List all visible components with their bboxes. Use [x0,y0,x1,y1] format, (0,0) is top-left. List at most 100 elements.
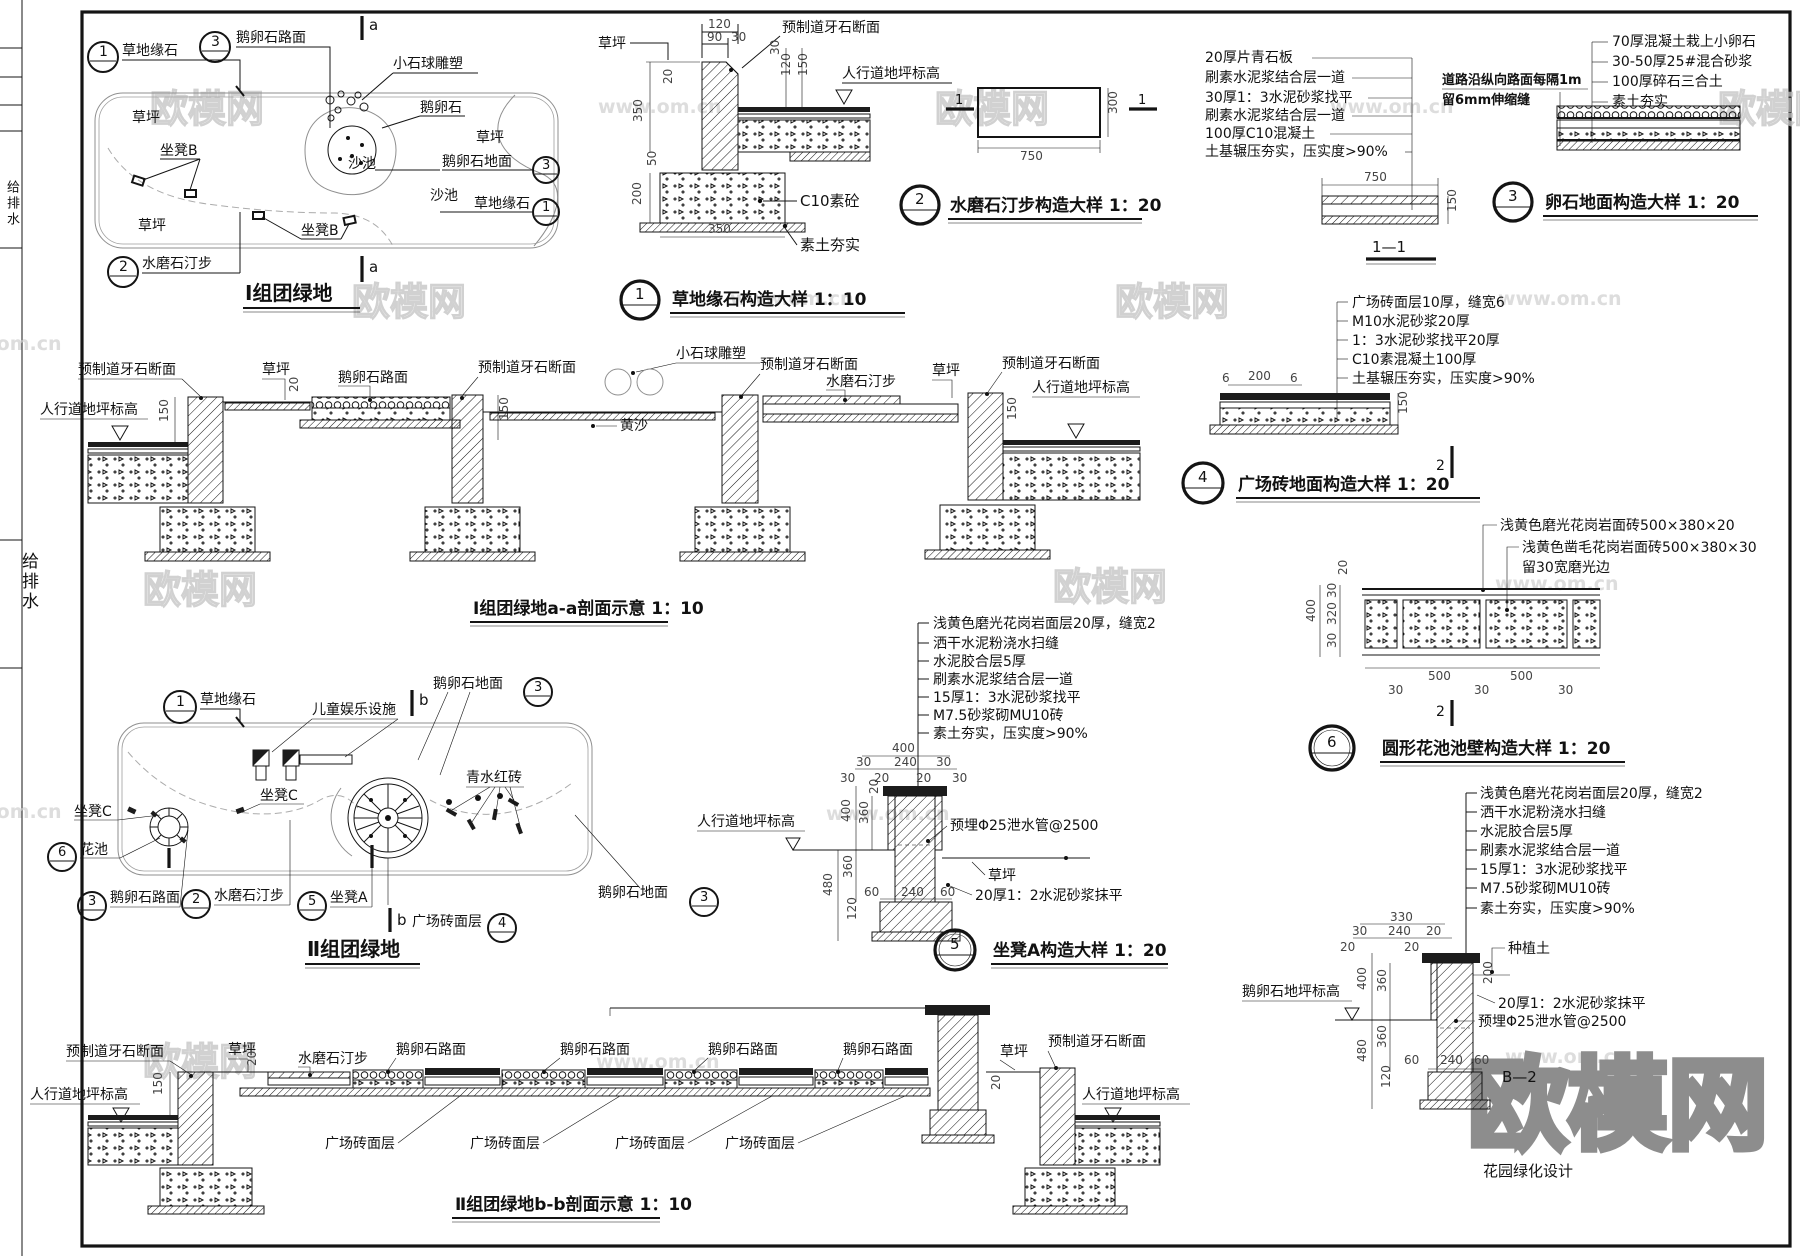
polished-edge-note: 留30宽磨光边 [1522,559,1610,576]
section-mark-1-right: 1 [1129,93,1157,111]
balloon-number: 3 [88,894,96,909]
label-sidewalk-level: 人行道地坪标高 [1032,379,1130,396]
dim: 200 [630,182,644,205]
balloon-5: 5 [297,891,327,921]
label-drain-pipe: 预埋Φ25泄水管@2500 [1478,1014,1626,1030]
balloon-number: 6 [1327,733,1337,751]
spec-line: 70厚混凝土栽上小卵石 [1612,34,1756,50]
label-flower-pool: 花池 [80,842,108,858]
section-b-b: 预制道牙石断面 人行道地坪标高 草坪 水磨石汀步 鹅卵石路面 鹅卵石路面 鹅卵石… [30,1005,1190,1223]
balloon-1: 1 [87,41,119,73]
section-1-1: 750 150 1—1 [1321,170,1459,265]
balloon-4: 4 [1181,461,1225,505]
spec-line: 洒干水泥粉浇水扫缝 [1480,805,1606,821]
label-drain-pipe: 预埋Φ25泄水管@2500 [950,818,1098,834]
balloon-number: 1 [635,285,645,303]
dim: 200 [1248,369,1271,383]
label-plaza-brick: 广场砖面层 [325,1136,395,1152]
label-plaza-brick: 广场砖面层 [615,1136,685,1152]
label-precast-curb-section: 预制道牙石断面 [1048,1034,1146,1050]
dim: 30 [856,755,871,769]
detail-6-planter-wall: 2 浅黄色磨光花岗岩面砖500×380×20 浅黄色凿毛花岗岩面砖500×380… [1304,446,1757,772]
expansion-joint-note-2: 留6mm伸缩缝 [1442,92,1530,108]
section-mark-b-top: b [410,690,429,716]
section-b-b-title: Ⅱ组团绿地b-b剖面示意 1：10 [455,1194,692,1215]
label-grass: 草坪 [132,110,160,126]
balloon-number: 3 [542,158,550,173]
section-letter: b [419,691,429,709]
detail-1-title: 草地缘石构造大样 1：10 [672,289,867,310]
label-cobble-ground: 鹅卵石地面 [598,884,668,901]
watermark-brand: 欧模网 [143,1040,257,1084]
balloon-1: 1 [532,198,560,226]
spec-line: 刷素水泥浆结合层一道 [1480,843,1620,859]
spec-line: 20厚片青石板 [1205,50,1293,66]
plan-1-title: Ⅰ组团绿地 [245,281,332,305]
spec-line: M7.5砂浆砌MU10砖 [933,708,1063,724]
label-precast-curb-section: 预制道牙石断面 [66,1044,164,1060]
section-a-a-title: Ⅰ组团绿地a-a剖面示意 1：10 [473,598,704,619]
label-mortar-leveling: 20厚1：2水泥砂浆抹平 [975,888,1123,904]
dim: 240 [901,885,924,899]
granite-face-note: 浅黄色磨光花岗岩面砖500×380×20 [1500,517,1735,534]
dim: 360 [1375,969,1389,992]
label-grass: 草坪 [138,218,166,234]
label-cobble: 鹅卵石 [420,99,462,116]
watermark-url: www.om.cn [730,288,854,310]
section-1-1-label: 1—1 [1372,238,1406,256]
label-bench-a: 坐凳A [330,890,368,906]
label-bluewater-red-brick: 青水红砖 [466,770,522,786]
watermark-url: www.om.cn [0,801,62,823]
dim: 30 [768,40,782,55]
watermark-url: www.om.cn [596,1051,720,1073]
dim: 20 [1340,940,1355,954]
label-sand-pit: 沙池 [348,156,376,172]
spec-line: 土基辗压夯实，压实度>90% [1205,143,1388,160]
spec-line: C10素混凝土100厚 [1352,352,1476,368]
label-sand-pit: 沙池 [430,188,458,204]
spec-line: 广场砖面层10厚，缝宽6 [1352,294,1505,311]
spec-line: 刷素水泥浆结合层一道 [933,672,1073,688]
balloon-number: 5 [950,935,960,953]
watermark-url: www.om.cn [1330,96,1454,118]
label-bench-b: 坐凳B [160,143,198,159]
dim: 30 [840,771,855,785]
balloon-3: 3 [77,891,107,921]
balloon-number: 3 [534,680,542,695]
section-number: 2 [1436,458,1445,474]
detail-5-title: 坐凳A构造大样 1：20 [993,940,1167,961]
label-precast-curb-section: 预制道牙石断面 [782,20,880,36]
dim: 360 [857,801,871,824]
dim: 400 [1355,967,1369,990]
dim: 400 [892,741,915,755]
label-grass-curb: 草地缘石 [200,692,256,708]
section-mark-b2: B—2 [1502,1068,1537,1086]
section-mark-2-bottom: 2 [1436,700,1454,726]
label-cobble-pavement: 鹅卵石路面 [396,1041,466,1058]
label-plaza-brick: 广场砖面层 [470,1136,540,1152]
dim: 20 [1404,940,1419,954]
dim: 150 [796,53,810,76]
dim: 120 [845,897,859,920]
balloon-number: 4 [1198,468,1208,486]
dim: 150 [157,399,171,422]
label-mortar-leveling: 20厚1：2水泥砂浆抹平 [1498,996,1646,1012]
plan-1: 1 草地缘石 3 鹅卵石路面 a 小石球雕塑 鹅卵石 草坪 草坪 草坪 坐凳B … [87,16,560,313]
label-grass: 草坪 [476,130,504,146]
dim: 750 [1364,170,1387,184]
balloon-3: 3 [523,677,553,707]
detail-6-title: 圆形花池池壁构造大样 1：20 [1382,738,1611,759]
balloon-number: 2 [119,259,128,275]
dim: 60 [940,885,955,899]
detail-3-title: 卵石地面构造大样 1：20 [1545,192,1740,213]
label-grass: 草坪 [262,362,290,378]
dim: 30 [1474,683,1489,697]
label-cobble-pavement: 鹅卵石路面 [338,369,408,386]
label-bench-c: 坐凳C [74,804,112,820]
dim: 360 [1375,1025,1389,1048]
expansion-joint-note: 道路沿纵向路面每隔1m [1442,72,1582,88]
dim: 20 [916,771,931,785]
dim: 50 [645,151,659,166]
watermark-grid: 欧模网 www.om.cn 欧模网 www.om.cn 欧模网 www.om.c… [0,86,1800,1084]
